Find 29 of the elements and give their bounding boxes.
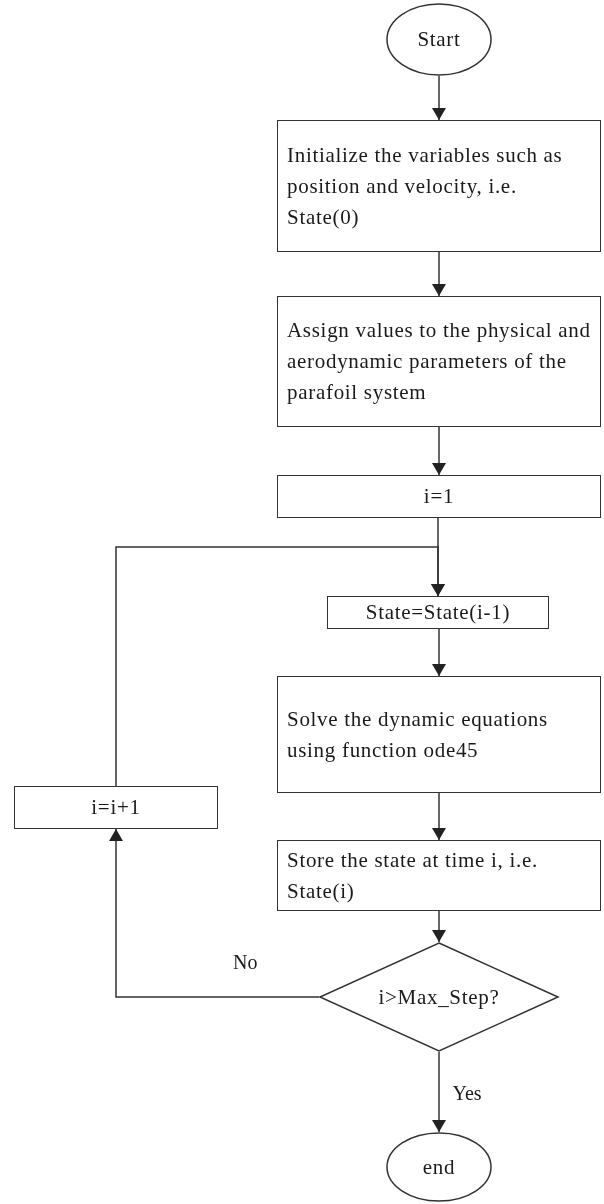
arrow [432,628,446,677]
step-text: State=State(i-1) [365,599,511,626]
terminal-label: end [422,1153,456,1181]
arrow [115,546,445,787]
arrow [432,251,446,297]
process-box [277,120,601,252]
decision-text: i>Max_Step? [378,983,500,1011]
step-text: i=i+1 [91,794,141,821]
step-text: Initialize the variables such as position and velocity, i.e. State(0) [287,141,564,231]
process-box [14,786,218,829]
terminal-ellipse [386,1132,492,1202]
step-text: Store the state at time i, i.e. State(i) [287,846,539,905]
arrow [432,1051,446,1133]
arrow [432,426,446,476]
arrow [109,828,320,998]
decision-diamond [319,942,559,1052]
terminal-label: Start [417,26,461,53]
step-text: Solve the dynamic equations using function ode45 [287,705,549,764]
process-box [277,840,601,911]
process-box [327,596,549,629]
step-text: i=1 [423,483,455,510]
process-box [277,296,601,427]
step-text: Assign values to the physical and aerodynamic parameters of the parafoil system [287,317,592,406]
arrow [432,792,446,841]
arrow [432,910,446,943]
process-box [277,676,601,793]
arrow [432,75,446,121]
process-box [277,475,601,518]
terminal-ellipse [386,3,492,76]
